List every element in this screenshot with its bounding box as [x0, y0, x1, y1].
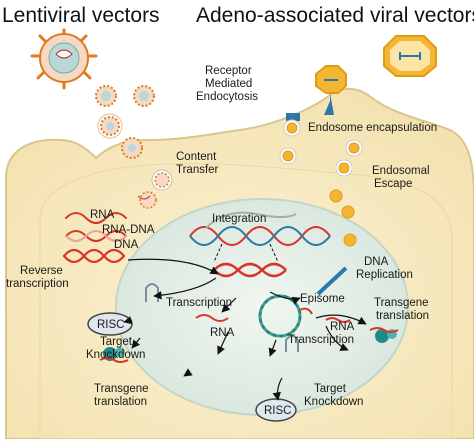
rna-label: RNA	[90, 209, 115, 221]
dna-replication-label-2: Replication	[356, 269, 413, 281]
rna-fragment-right	[325, 317, 351, 323]
lentiviral-vectors-header: Lentiviral vectors	[2, 4, 160, 27]
content-transfer-label-2: Transfer	[176, 164, 219, 176]
reverse-transcription-label-1: Reverse	[20, 265, 63, 277]
risc-bottom-label: RISC	[264, 405, 291, 417]
dna-label: DNA	[114, 239, 139, 251]
rna-left-label: RNA	[210, 327, 235, 339]
rna-right-label: RNA	[330, 321, 355, 333]
aav-receptor-binding	[315, 65, 347, 115]
ribosome-right	[369, 327, 399, 343]
integration-dna	[189, 211, 331, 278]
target-knockdown-bottom-label-2: Knockdown	[304, 396, 363, 408]
ribosome-left	[99, 347, 129, 363]
target-knockdown-left-label-1: Target	[100, 336, 133, 348]
aav-dna-entry	[316, 266, 348, 296]
aav-vectors-header: Adeno-associated viral vectors	[196, 4, 474, 27]
transgene-left-label-2: translation	[94, 396, 147, 408]
receptor-label-3: Endocytosis	[196, 91, 258, 103]
content-transfer-label-1: Content	[176, 151, 217, 163]
rna-dna-label: RNA-DNA	[102, 224, 155, 236]
endosomal-escape-label-2: Escape	[374, 178, 412, 190]
transcription-left-label: Transcription	[166, 297, 232, 309]
dna-replication-label-1: DNA	[364, 256, 389, 268]
target-knockdown-left-label-2: Knockdown	[86, 349, 145, 361]
endosomal-escape-label-1: Endosomal	[372, 165, 430, 177]
shrna-hairpins	[145, 283, 299, 352]
process-arrows	[123, 258, 367, 401]
transgene-right-label-1: Transgene	[374, 297, 429, 309]
endosome-encapsulation-label: Endosome encapsulation	[308, 122, 437, 134]
cytoplasm-border	[39, 163, 453, 439]
rna-fragment-left	[195, 314, 229, 322]
receptor-label-2: Mediated	[205, 78, 252, 90]
reverse-transcription-label-2: transcription	[6, 278, 69, 290]
risc-left-label: RISC	[97, 319, 124, 331]
reverse-transcription-strands	[62, 212, 127, 264]
receptor-label-1: Receptor	[205, 65, 252, 77]
lentivirus-entering	[95, 85, 173, 209]
target-knockdown-bottom-label-1: Target	[314, 383, 347, 395]
aav-capsid	[383, 35, 437, 77]
episome-label: Episome	[300, 293, 345, 305]
aav-endosomes	[279, 113, 363, 247]
lentivirus-particle	[30, 28, 98, 90]
transgene-left-label-1: Transgene	[94, 383, 149, 395]
transgene-right-label-2: translation	[376, 310, 429, 322]
integration-label: Integration	[212, 213, 266, 225]
transcription-right-label: Transcription	[288, 334, 354, 346]
